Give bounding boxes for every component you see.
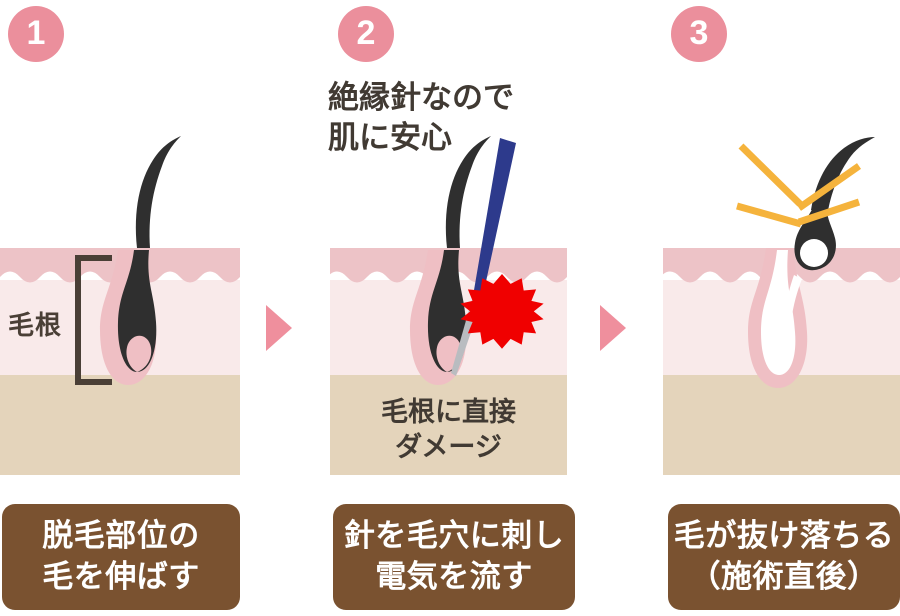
step-3-caption-box: 毛が抜け落ちる （施術直後） bbox=[668, 504, 900, 610]
electric-spark-burst bbox=[460, 274, 544, 349]
root-label: 毛根 bbox=[8, 310, 63, 340]
arrow-step2-to-step3-icon bbox=[600, 305, 626, 351]
sparkle-line-2 bbox=[736, 202, 802, 228]
step-panel-3: 3 bbox=[663, 0, 900, 616]
step-2-headline: 絶縁針なので 肌に安心 bbox=[328, 80, 514, 156]
step-panel-2: 2 絶縁針なので 肌に安心 bbox=[328, 0, 567, 616]
step-3-caption-text: 毛が抜け落ちる （施術直後） bbox=[673, 518, 895, 594]
root-bracket bbox=[75, 255, 112, 385]
step-1-illustration bbox=[0, 0, 240, 495]
hair-shaft-1 bbox=[135, 136, 181, 248]
step-2-caption-box: 針を毛穴に刺し 電気を流す bbox=[333, 504, 575, 610]
sparkle-line-1 bbox=[738, 143, 803, 207]
hair-shaft-2 bbox=[445, 136, 491, 248]
arrow-step1-to-step2-icon bbox=[266, 305, 292, 351]
step-1-number: 1 bbox=[26, 14, 46, 52]
sparkle-line-4 bbox=[797, 198, 861, 226]
step-1-badge: 1 bbox=[8, 6, 64, 62]
step-panel-1: 1 毛根 bbox=[0, 0, 240, 616]
step-2-caption-text: 針を毛穴に刺し 電気を流す bbox=[343, 518, 565, 594]
step-2-number: 2 bbox=[356, 14, 376, 52]
extracted-hair-white-tail bbox=[782, 275, 802, 360]
dermal-papilla-1 bbox=[126, 335, 152, 372]
extracted-hair-shaft-3 bbox=[811, 137, 875, 216]
step-1-caption-text: 脱毛部位の 毛を伸ばす bbox=[42, 518, 200, 594]
sparkle-lines bbox=[736, 143, 862, 228]
step-1-caption-box: 脱毛部位の 毛を伸ばす bbox=[2, 504, 240, 610]
bulb-cavity-3 bbox=[800, 239, 828, 267]
subcutis-layer-1 bbox=[0, 375, 240, 475]
step-3-number: 3 bbox=[689, 14, 709, 52]
step-2-badge: 2 bbox=[338, 6, 394, 62]
step-3-illustration bbox=[663, 0, 900, 495]
step-2-inner-caption: 毛根に直接 ダメージ bbox=[381, 397, 516, 462]
insulated-needle-blue bbox=[473, 138, 516, 300]
step-2-illustration bbox=[330, 0, 567, 495]
step-3-badge: 3 bbox=[671, 6, 727, 62]
subcutis-layer-2 bbox=[330, 375, 567, 475]
subcutis-layer-3 bbox=[663, 375, 900, 475]
sparkle-line-3 bbox=[796, 163, 862, 211]
